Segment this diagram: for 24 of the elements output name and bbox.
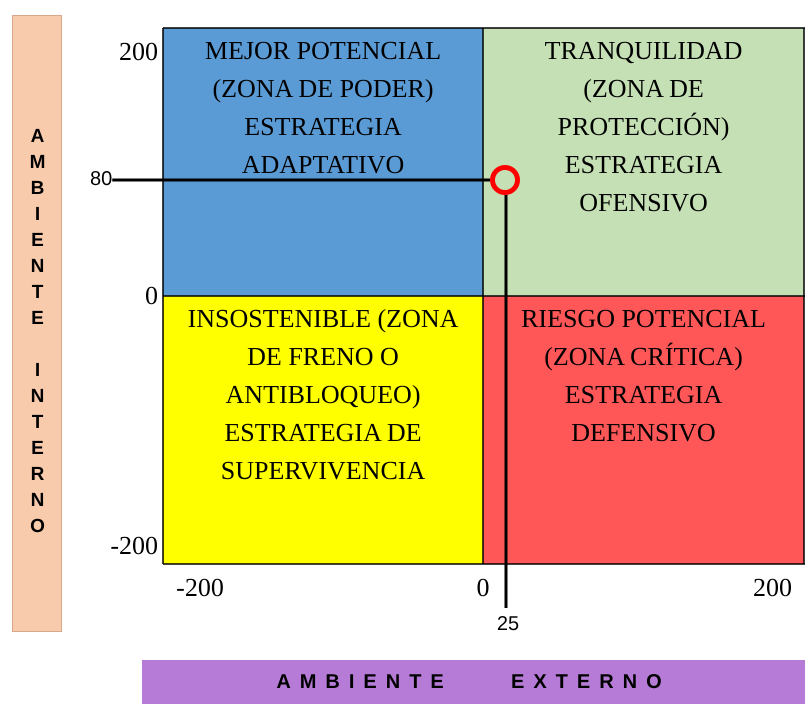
zone-title: TRANQUILIDAD (ZONA DE PROTECCIÓN) [544,35,744,143]
axis-tick-label: 0 [476,573,490,603]
quadrant-panel [483,296,804,564]
quadrant-panel [163,296,483,564]
axis-tick-label: -200 [175,573,225,603]
quadrant-panel [163,28,483,296]
leader-line [112,178,490,182]
strategy-text: ESTRATEGIA DE SUPERVIVENCIA [220,417,426,487]
strategy-text: ESTRATEGIA OFENSIVO [564,149,724,219]
axis-title-bar: AMBIENTE INTERNO [12,15,62,632]
leader-line [504,195,508,608]
zone-title: INSOSTENIBLE (ZONA DE FRENO O ANTIBLOQUEO) [186,303,460,411]
zone-title: MEJOR POTENCIAL (ZONA DE PODER) [204,35,442,105]
axis-tick-label: 200 [118,37,158,67]
axis-tick-label: 0 [144,281,158,311]
strategy-text: ESTRATEGIA DEFENSIVO [564,379,724,449]
quadrant-panel [483,28,804,296]
axis-tick-label: -200 [109,531,158,561]
axis-title-bar: AMBIENTE EXTERNO [142,660,805,704]
value-label: 25 [493,608,523,640]
value-label: 80 [90,163,112,195]
strategy-text: ESTRATEGIA ADAPTATIVO [240,111,406,181]
zone-title: RIESGO POTENCIAL (ZONA CRÍTICA) [520,303,767,373]
axis-tick-label: 200 [752,573,793,603]
